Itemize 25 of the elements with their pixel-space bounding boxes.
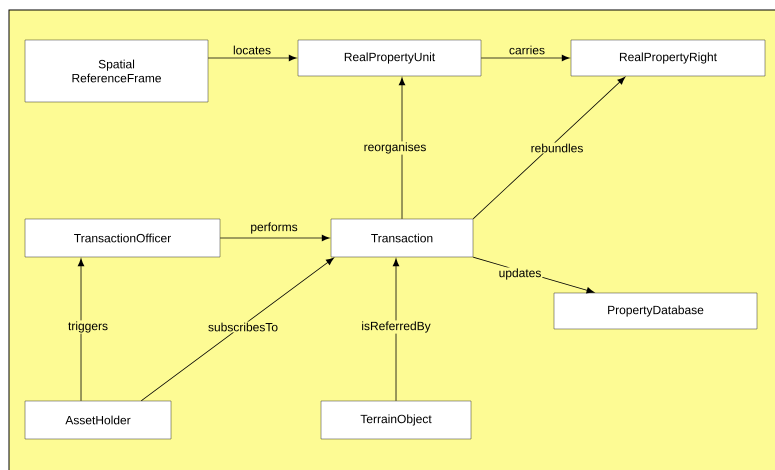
edge-label: carries <box>508 44 546 56</box>
edge-label: subscribesTo <box>207 322 280 332</box>
edge-label: updates <box>498 267 542 281</box>
edge-label: rebundles <box>530 142 584 154</box>
class-box: TransactionOfficer <box>24 218 220 258</box>
arrow <box>208 54 297 62</box>
class-box: RealPropertyUnit <box>298 40 482 76</box>
class-box: AssetHolder <box>24 400 172 440</box>
class-box: TerrainObject <box>320 400 472 440</box>
class-box: RealPropertyRight <box>570 40 766 76</box>
arrow <box>398 77 406 220</box>
edge-label: locates <box>232 44 272 56</box>
arrow <box>220 234 330 242</box>
edge-label: triggers <box>67 320 110 334</box>
class-box: Transaction <box>330 218 474 258</box>
arrow <box>472 76 626 220</box>
arrow <box>140 258 334 402</box>
edge-label: reorganises <box>362 141 428 155</box>
edge-label: isReferredBy <box>360 320 432 334</box>
edge-label: performs <box>249 221 299 235</box>
class-box: Spatial ReferenceFrame <box>24 40 208 102</box>
arrow <box>480 54 570 62</box>
arrow <box>392 258 400 402</box>
arrow <box>78 258 84 402</box>
class-box: PropertyDatabase <box>554 292 758 330</box>
